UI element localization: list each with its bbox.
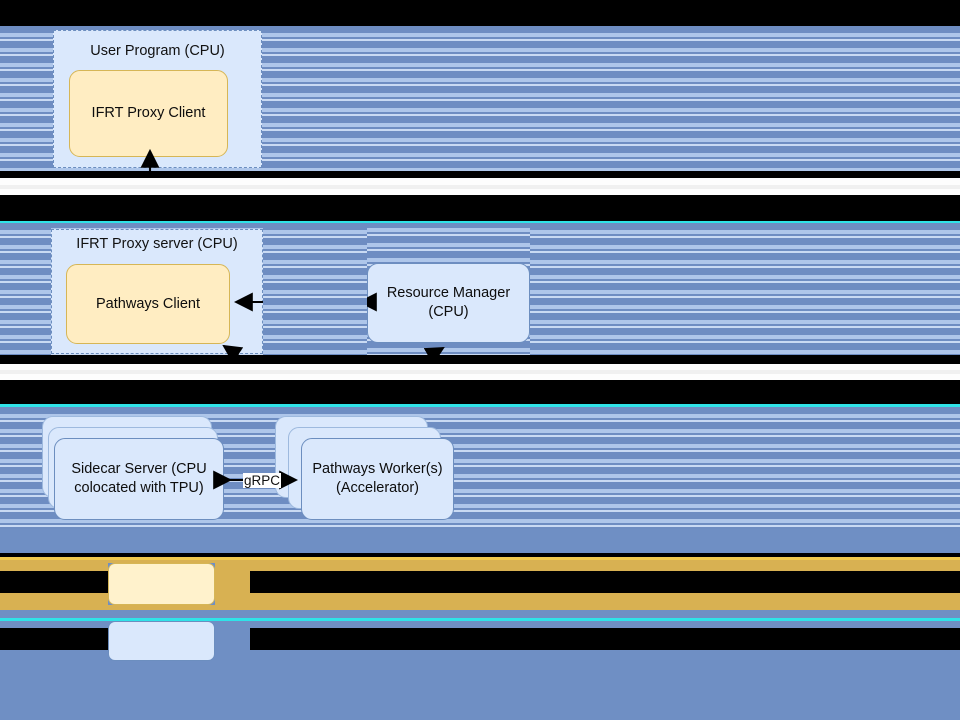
artifact-cyan-2 xyxy=(0,404,960,407)
node-sidecar-server-label-line1: Sidecar Server (CPU xyxy=(71,461,207,477)
artifact-grey-2 xyxy=(0,370,960,374)
artifact-flat-2 xyxy=(0,610,960,618)
artifact-black-7 xyxy=(0,571,108,593)
artifact-white-3 xyxy=(0,364,960,370)
artifact-white-1 xyxy=(0,178,960,185)
artifact-black-4 xyxy=(0,355,960,364)
artifact-stripes-bottom-right xyxy=(460,407,960,529)
node-sidecar-server-label-line2: colocated with TPU) xyxy=(74,480,204,496)
artifact-black-9 xyxy=(0,628,108,650)
artifact-gold-line-1 xyxy=(0,557,960,560)
artifact-flat-3 xyxy=(0,661,960,720)
node-ifrt-proxy-client[interactable]: IFRT Proxy Client xyxy=(69,70,228,157)
artifact-gold-4 xyxy=(0,593,108,605)
node-pathways-workers[interactable]: Pathways Worker(s) (Accelerator) xyxy=(301,438,454,520)
artifact-black-1 xyxy=(0,0,960,26)
artifact-stripes-top-left xyxy=(0,26,53,171)
legend-swatch-blue xyxy=(108,621,215,661)
container-user-program-label: User Program (CPU) xyxy=(90,43,225,59)
artifact-grey-1 xyxy=(0,185,960,189)
artifact-stripes-mid-left xyxy=(0,223,51,355)
artifact-gold-1 xyxy=(0,560,960,563)
artifact-black-8 xyxy=(250,571,960,593)
node-resource-manager-label-line1: Resource Manager xyxy=(386,285,511,301)
artifact-white-2 xyxy=(0,189,960,195)
node-pathways-workers-label-line2: (Accelerator) xyxy=(336,480,419,496)
artifact-stripes-mid-gap xyxy=(263,223,367,355)
container-ifrt-proxy-server-label: IFRT Proxy server (CPU) xyxy=(76,236,238,252)
artifact-black-3 xyxy=(0,195,960,221)
artifact-black-10 xyxy=(250,628,960,650)
artifact-black-2 xyxy=(0,171,960,178)
edge-label-sidecar-to-worker: gRPC xyxy=(243,473,282,488)
node-sidecar-server[interactable]: Sidecar Server (CPU colocated with TPU) xyxy=(54,438,224,520)
node-pathways-client[interactable]: Pathways Client xyxy=(66,264,230,344)
artifact-flat-1 xyxy=(0,529,960,553)
artifact-stripes-top-right xyxy=(262,26,960,171)
node-pathways-client-label: Pathways Client xyxy=(96,295,200,312)
artifact-white-4 xyxy=(0,374,960,380)
artifact-stripes-mid-right xyxy=(530,223,960,355)
artifact-cyan-3 xyxy=(0,618,960,621)
legend-swatch-yellow xyxy=(108,563,215,605)
artifact-gold-5 xyxy=(215,593,960,605)
node-resource-manager-label-line2: (CPU) xyxy=(428,304,469,320)
node-ifrt-proxy-client-label: IFRT Proxy Client xyxy=(91,105,206,121)
artifact-gold-6 xyxy=(0,605,960,610)
node-pathways-workers-label-line1: Pathways Worker(s) xyxy=(312,461,443,477)
artifact-black-6 xyxy=(0,553,960,557)
artifact-cyan-1 xyxy=(0,221,960,223)
node-resource-manager[interactable]: Resource Manager (CPU) xyxy=(367,263,530,343)
artifact-black-5 xyxy=(0,380,960,404)
